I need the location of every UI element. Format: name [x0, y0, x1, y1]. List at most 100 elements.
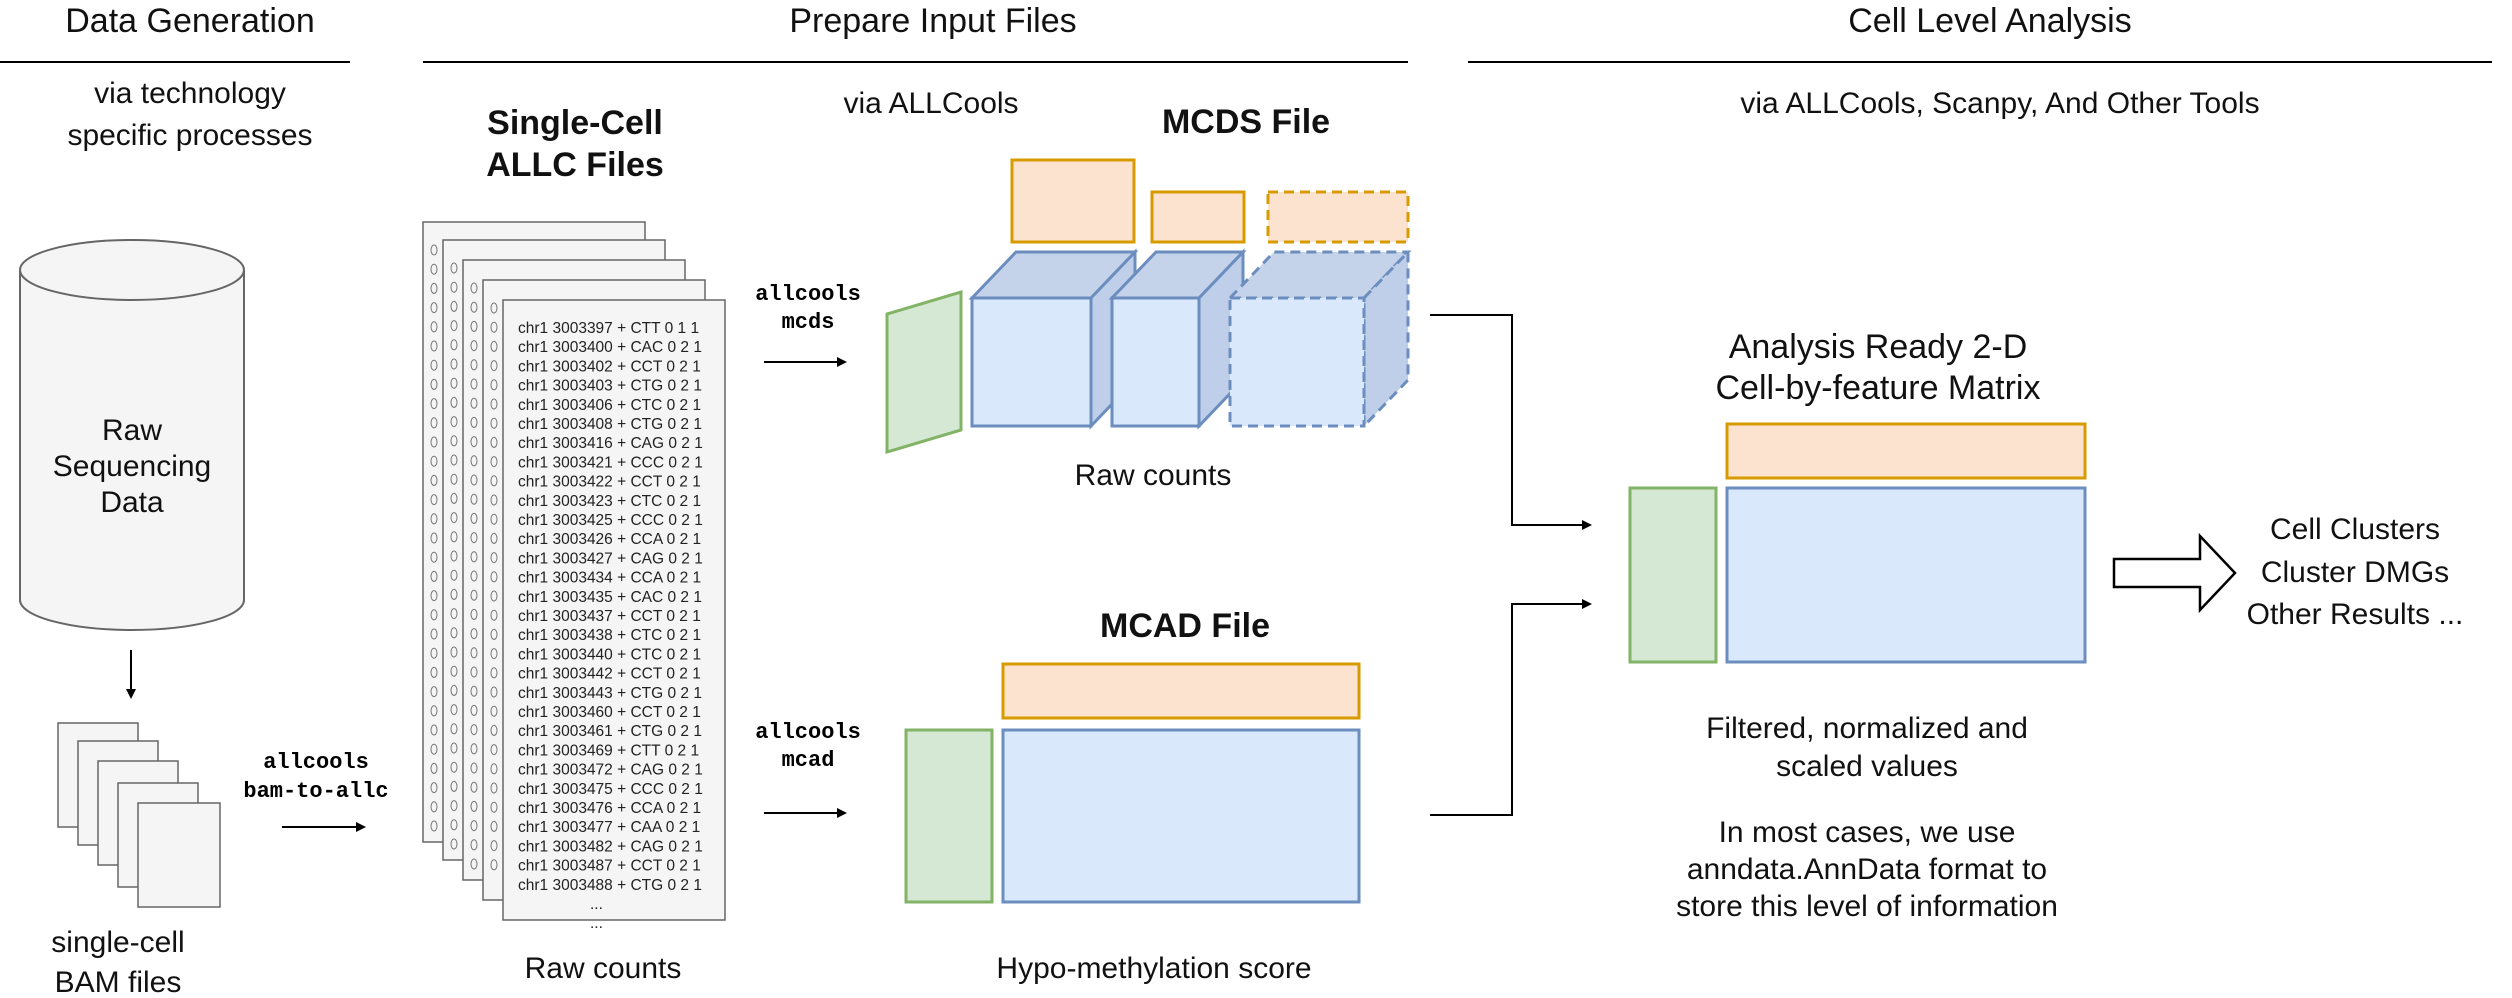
allc-edge-mark: [490, 609, 498, 621]
allc-edge-mark: [430, 494, 438, 506]
allc-edge-mark: [450, 608, 458, 620]
allc-edge-mark: [450, 819, 458, 831]
matrix-note-2: In most cases, we use: [1719, 816, 2016, 849]
allc-title: Single-Cell: [487, 104, 663, 142]
allc-ellipsis: ...: [590, 896, 603, 913]
allc-edge-mark: [470, 378, 478, 390]
allc-edge-mark: [470, 282, 478, 294]
mcad-cell-bar: [904, 728, 994, 904]
allc-row: chr1 3003422 + CCT 0 2 1: [518, 474, 701, 491]
mcds-feature-box-dashed: [1266, 190, 1410, 244]
allc-edge-mark: [450, 646, 458, 658]
allc-edge-mark: [490, 686, 498, 698]
section-title: Data Generation: [65, 2, 315, 40]
allc-edge-mark: [470, 858, 478, 870]
allc-edge-mark: [470, 781, 478, 793]
allc-edge-mark: [430, 724, 438, 736]
matrix-title: Cell-by-feature Matrix: [1716, 369, 2041, 407]
allc-row: chr1 3003402 + CCT 0 2 1: [518, 358, 701, 375]
matrix-feature-bar: [1725, 422, 2087, 480]
allc-edge-mark: [430, 609, 438, 621]
allc-edge-mark: [490, 532, 498, 544]
mcds-title: MCDS File: [1162, 103, 1330, 141]
allc-edge-mark: [470, 628, 478, 640]
allc-row: chr1 3003440 + CTC 0 2 1: [518, 646, 701, 663]
command-mcad: mcad: [782, 748, 835, 773]
allc-edge-mark: [430, 551, 438, 563]
allc-edge-mark: [450, 377, 458, 389]
allc-edge-mark: [450, 492, 458, 504]
allc-edge-mark: [490, 705, 498, 717]
command-mcds: mcds: [782, 310, 835, 335]
allc-edge-mark: [470, 647, 478, 659]
section-subtitle: via ALLCools: [843, 87, 1018, 120]
allc-edge-mark: [470, 455, 478, 467]
allc-row: chr1 3003408 + CTG 0 2 1: [518, 416, 702, 433]
allc-edge-mark: [450, 838, 458, 850]
mcds-cube-dashed: [1226, 248, 1412, 430]
command-mcad: allcools: [755, 720, 861, 745]
allc-edge-mark: [490, 475, 498, 487]
allc-edge-mark: [430, 244, 438, 256]
allc-title: ALLC Files: [486, 146, 664, 184]
allc-edge-mark: [450, 320, 458, 332]
matrix-graphic: [1628, 422, 2087, 664]
allc-edge-mark: [450, 300, 458, 312]
allc-edge-mark: [430, 398, 438, 410]
mcds-cube: [1108, 248, 1247, 430]
allc-row: chr1 3003460 + CCT 0 2 1: [518, 704, 701, 721]
cylinder-label: Data: [100, 486, 164, 519]
allc-edge-mark: [470, 839, 478, 851]
allc-edge-mark: [450, 281, 458, 293]
allc-edge-mark: [470, 820, 478, 832]
allc-edge-mark: [490, 724, 498, 736]
allc-row: chr1 3003461 + CTG 0 2 1: [518, 723, 702, 740]
allc-row: chr1 3003421 + CCC 0 2 1: [518, 454, 703, 471]
mcad-title: MCAD File: [1100, 607, 1270, 645]
allc-edge-marks: [430, 244, 498, 871]
allc-row: chr1 3003487 + CCT 0 2 1: [518, 858, 701, 875]
allc-edge-mark: [450, 454, 458, 466]
allc-edge-mark: [450, 569, 458, 581]
allc-edge-mark: [430, 302, 438, 314]
allc-edge-mark: [430, 263, 438, 275]
mcad-matrix: [1001, 728, 1361, 904]
allc-edge-mark: [430, 532, 438, 544]
allc-row: chr1 3003426 + CCA 0 2 1: [518, 531, 701, 548]
allc-edge-mark: [470, 608, 478, 620]
allc-edge-mark: [450, 704, 458, 716]
allc-edge-mark: [430, 436, 438, 448]
mcad-feature-bar: [1001, 662, 1361, 720]
matrix-body: [1725, 486, 2087, 664]
allc-edge-mark: [470, 416, 478, 428]
allc-edge-mark: [430, 359, 438, 371]
allc-ellipsis: ...: [590, 915, 603, 932]
matrix-note: Filtered, normalized and: [1706, 712, 2028, 745]
allc-edge-mark: [470, 436, 478, 448]
allc-edge-mark: [470, 532, 478, 544]
connector-mcds-to-matrix: [1430, 314, 1592, 530]
allc-edge-mark: [470, 359, 478, 371]
allc-edge-mark: [450, 761, 458, 773]
allc-edge-mark: [470, 685, 478, 697]
allc-row: chr1 3003443 + CTG 0 2 1: [518, 685, 702, 702]
allc-edge-mark: [450, 531, 458, 543]
allc-edge-mark: [430, 282, 438, 294]
allc-edge-mark: [490, 763, 498, 775]
allc-edge-mark: [490, 321, 498, 333]
cylinder-label: Sequencing: [53, 450, 211, 483]
allc-edge-mark: [430, 417, 438, 429]
allc-edge-mark: [450, 416, 458, 428]
allc-edge-mark: [430, 705, 438, 717]
allc-row: chr1 3003423 + CTC 0 2 1: [518, 493, 701, 510]
allc-edge-mark: [490, 302, 498, 314]
matrix-note-2: store this level of information: [1676, 890, 2058, 923]
allc-front-sheet: [502, 299, 726, 921]
mcad-caption: Hypo-methylation score: [996, 952, 1311, 985]
matrix-cell-bar: [1628, 486, 1718, 664]
allc-row: chr1 3003397 + CTT 0 1 1: [518, 320, 699, 337]
allc-row: chr1 3003475 + CCC 0 2 1: [518, 781, 703, 798]
allc-edge-mark: [450, 627, 458, 639]
allc-row: chr1 3003437 + CCT 0 2 1: [518, 608, 701, 625]
